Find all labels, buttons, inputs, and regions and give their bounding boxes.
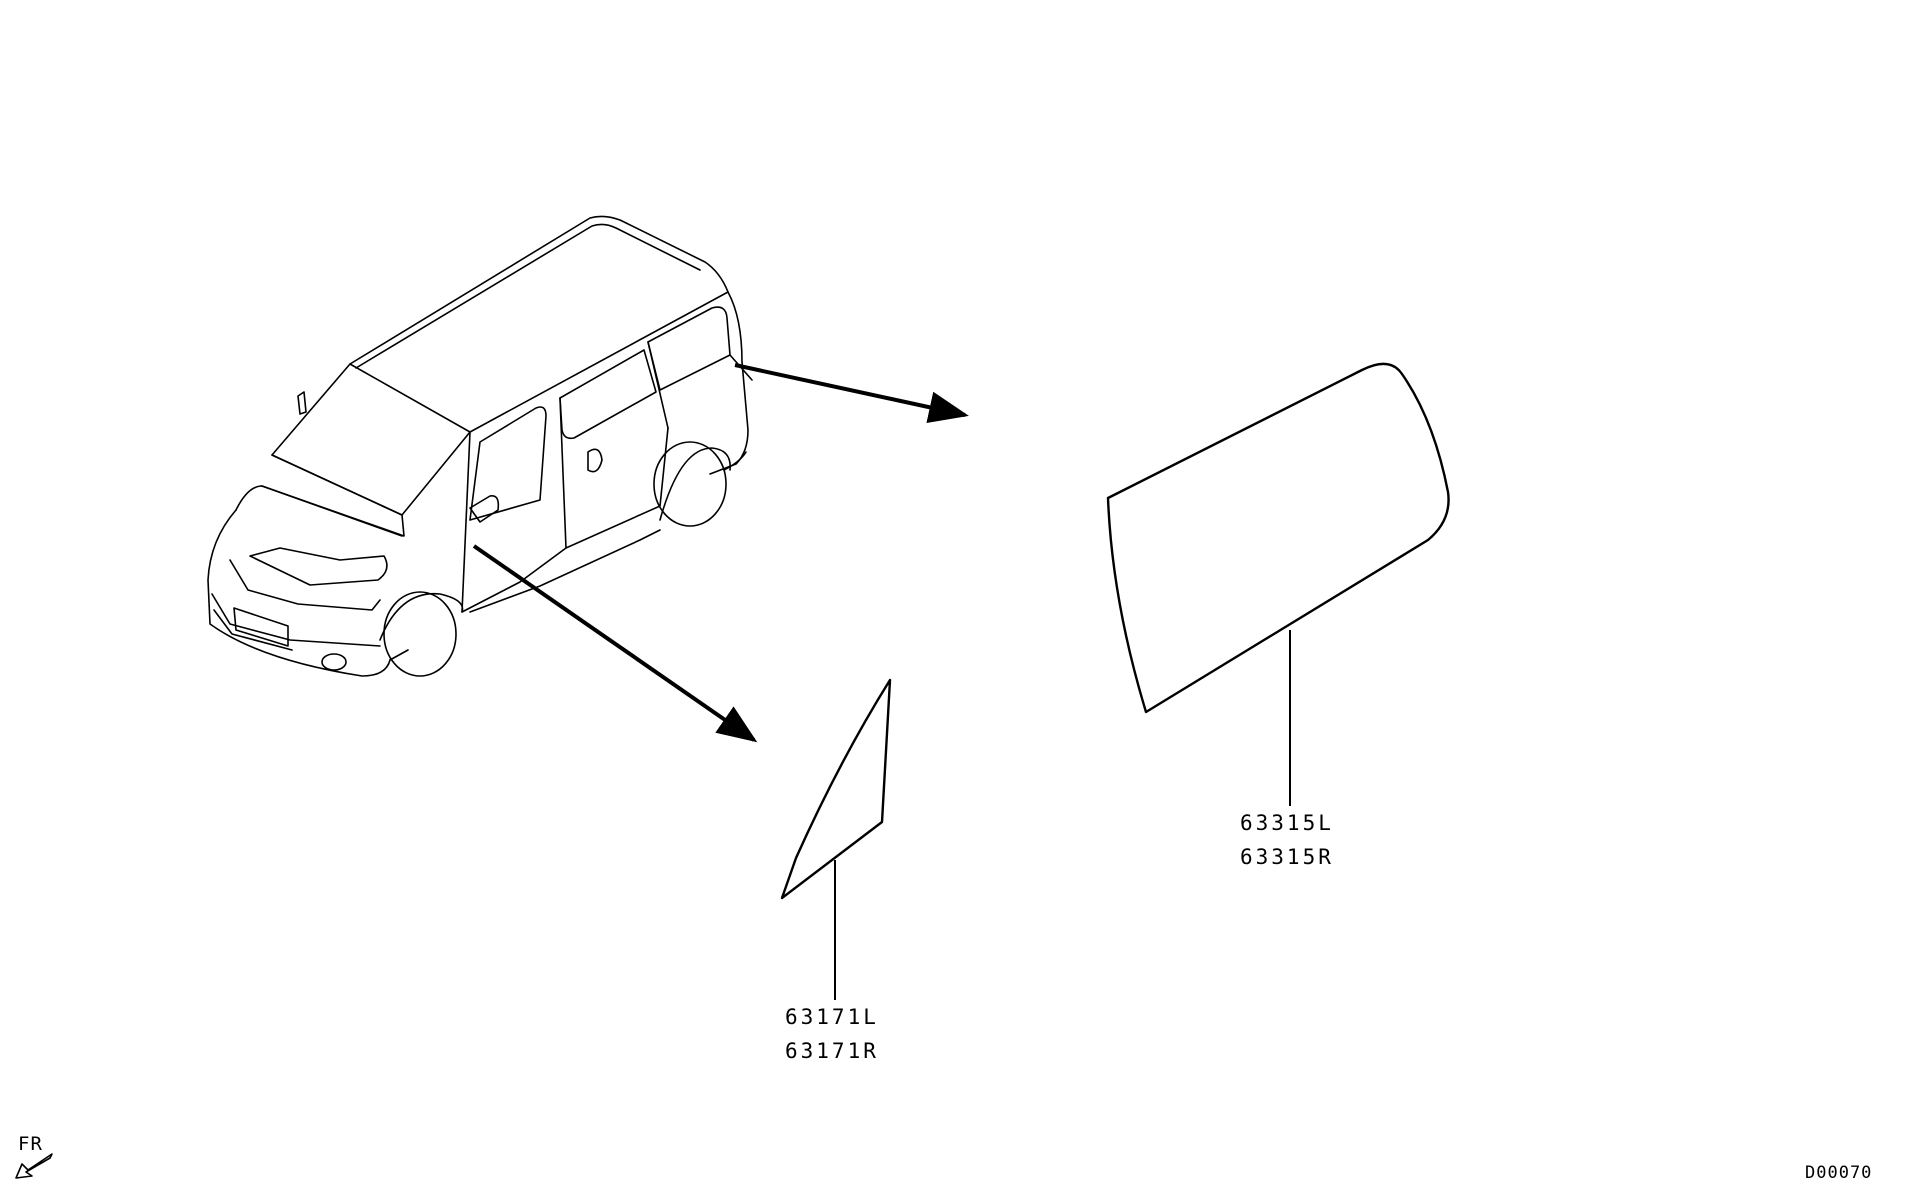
drawing-code: D00070: [1805, 1163, 1872, 1183]
front-direction-arrow-icon: [15, 1153, 53, 1179]
arrow-to-quarter-glass: [472, 544, 758, 743]
part-code-63315r: 63315R: [1240, 845, 1334, 869]
van-illustration: [207, 215, 753, 677]
arrow-to-side-glass: [734, 363, 969, 423]
quarter-glass: [780, 678, 892, 1000]
part-code-63171r: 63171R: [785, 1039, 879, 1063]
side-window-glass: [1106, 362, 1450, 806]
orientation-label: FR: [18, 1133, 43, 1155]
part-code-63171l: 63171L: [785, 1005, 879, 1029]
part-code-63315l: 63315L: [1240, 811, 1334, 835]
